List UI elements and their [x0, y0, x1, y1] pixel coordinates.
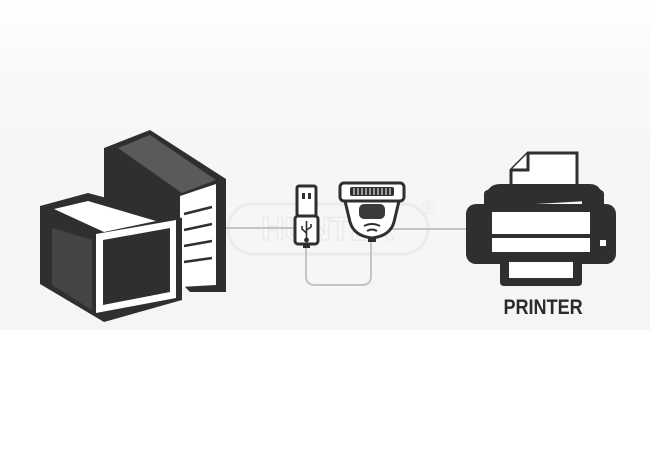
watermark: HUNTER ® — [226, 198, 435, 256]
cable-loop — [305, 240, 372, 286]
printer-icon — [466, 151, 616, 286]
usb-symbol-icon — [301, 221, 312, 243]
usb-a-connector-icon — [293, 184, 320, 248]
computer-icon — [40, 130, 226, 322]
parallel-connector-icon — [338, 181, 406, 242]
cable-lines — [226, 227, 466, 286]
watermark-registered-mark: ® — [421, 198, 434, 218]
printer-label: PRINTER — [503, 296, 583, 319]
